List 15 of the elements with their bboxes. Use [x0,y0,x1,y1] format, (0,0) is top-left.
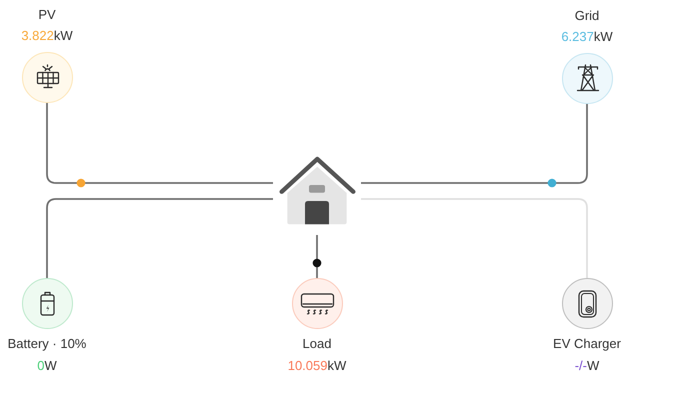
node-label: Battery · 10% [8,335,86,353]
connector-line [361,104,588,184]
node-label: Grid [574,7,600,25]
power-value: -/-W [574,357,600,375]
power-value: 3.822kW [21,27,73,45]
connector-line [46,198,273,278]
power-value: 10.059kW [288,357,346,375]
connector-line [361,198,588,278]
power-value: 6.237kW [561,28,613,46]
power-value: 0W [37,357,57,375]
node-label: Load [302,335,332,353]
connector-line [316,235,318,278]
node-label: PV [38,6,56,24]
connector-line [46,103,273,184]
node-label: EV Charger [553,335,621,353]
